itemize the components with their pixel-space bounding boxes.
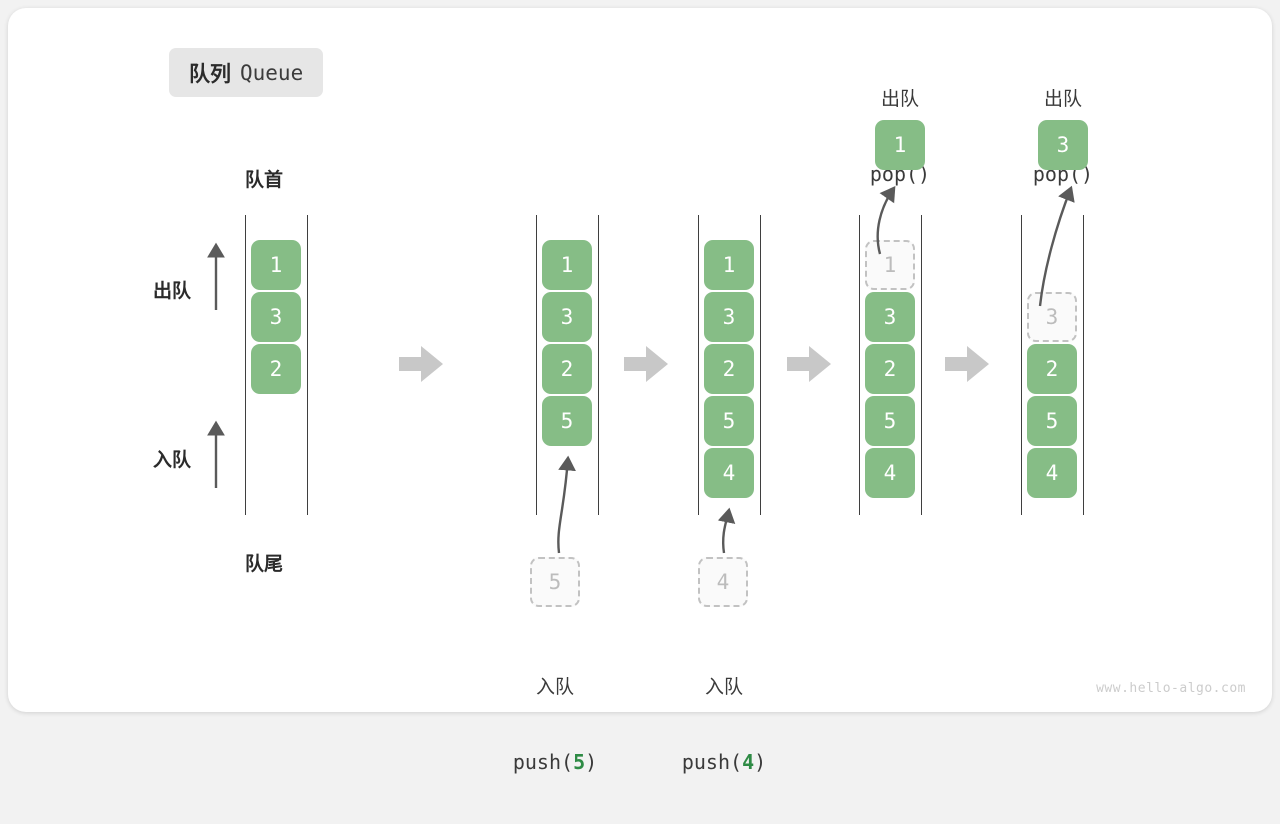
queue-cell: 5 (542, 396, 592, 446)
operation-label-push-4: 入队 push(4) (644, 628, 804, 824)
queue-cell: 3 (251, 292, 301, 342)
queue-cell: 2 (1027, 344, 1077, 394)
queue-cell: 4 (704, 448, 754, 498)
diagram-card: 队列 Queue 队首 队尾 出队 入队 1 3 2 1 3 2 5 5 入队 … (8, 8, 1272, 774)
tail-label: 队尾 (245, 554, 284, 575)
head-label: 队首 (245, 170, 284, 191)
queue-rail-right-3 (760, 215, 761, 515)
queue-rail-left-5 (1021, 215, 1022, 515)
queue-cell: 3 (865, 292, 915, 342)
queue-rail-left-1 (245, 215, 246, 515)
title-badge: 队列 Queue (169, 48, 324, 97)
queue-rail-right-1 (307, 215, 308, 515)
queue-rail-right-2 (598, 215, 599, 515)
queue-cell: 4 (865, 448, 915, 498)
flow-arrow-icon (624, 346, 668, 382)
vacated-slot-ghost: 1 (865, 240, 915, 290)
operation-cn: 出队 (1043, 89, 1082, 111)
flow-arrow-icon (787, 346, 831, 382)
queue-cell: 2 (865, 344, 915, 394)
flow-arrow-icon (399, 346, 443, 382)
queue-cell: 2 (251, 344, 301, 394)
title-en: Queue (240, 60, 304, 85)
operation-code-arg: 4 (742, 750, 755, 775)
queue-rail-left-2 (536, 215, 537, 515)
queue-cell: 5 (865, 396, 915, 446)
incoming-element-ghost: 4 (698, 557, 748, 607)
operation-code: push(4) (644, 748, 804, 777)
queue-rail-right-4 (921, 215, 922, 515)
push-arrow-4 (717, 507, 736, 554)
vacated-slot-ghost: 3 (1027, 292, 1077, 342)
operation-code-prefix: push( (681, 750, 743, 775)
queue-rail-left-4 (859, 215, 860, 515)
flow-arrow-icon (945, 346, 989, 382)
push-arrow-5 (557, 455, 576, 554)
queue-cell: 5 (704, 396, 754, 446)
queue-cell: 3 (704, 292, 754, 342)
queue-cell: 2 (542, 344, 592, 394)
queue-cell: 5 (1027, 396, 1077, 446)
popped-element: 3 (1038, 120, 1088, 170)
operation-cn: 入队 (535, 677, 574, 699)
incoming-element-ghost: 5 (530, 557, 580, 607)
title-cn: 队列 (189, 62, 231, 86)
enqueue-label: 入队 (153, 450, 192, 471)
queue-cell: 2 (704, 344, 754, 394)
operation-code-arg: 5 (573, 750, 586, 775)
watermark: www.hello-algo.com (1096, 681, 1246, 696)
operation-code-suffix: ) (754, 750, 767, 775)
queue-cell: 1 (542, 240, 592, 290)
popped-element: 1 (875, 120, 925, 170)
operation-cn: 入队 (704, 677, 743, 699)
diagram-stage: 队列 Queue 队首 队尾 出队 入队 1 3 2 1 3 2 5 5 入队 … (8, 8, 1272, 774)
queue-cell: 1 (704, 240, 754, 290)
operation-cn: 出队 (880, 89, 919, 111)
queue-cell: 1 (251, 240, 301, 290)
operation-code-prefix: push( (512, 750, 574, 775)
queue-rail-right-5 (1083, 215, 1084, 515)
operation-code: push(5) (475, 748, 635, 777)
queue-cell: 4 (1027, 448, 1077, 498)
operation-label-push-5: 入队 push(5) (475, 628, 635, 824)
operation-code-suffix: ) (585, 750, 598, 775)
queue-cell: 3 (542, 292, 592, 342)
dequeue-label: 出队 (153, 281, 192, 302)
queue-rail-left-3 (698, 215, 699, 515)
